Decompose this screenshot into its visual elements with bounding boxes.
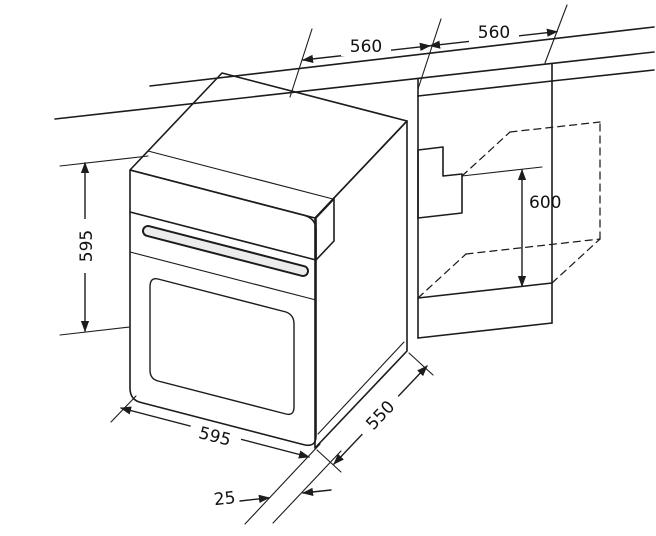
- cabinet: [54, 26, 655, 339]
- label-backing: [469, 22, 519, 42]
- dimension-front-clearance: 25: [213, 450, 342, 524]
- dimension-label: 595: [197, 423, 233, 451]
- counter-back-edge: [149, 26, 655, 87]
- label-backing: [76, 219, 96, 273]
- dimension-label: 25: [213, 488, 237, 510]
- counter-front-edge: [54, 51, 655, 120]
- dimension-niche-height: 600: [461, 166, 561, 288]
- oven-door-window: [149, 277, 295, 416]
- oven: [129, 72, 408, 449]
- extension-line: [244, 443, 321, 525]
- dimension-label: 560: [350, 37, 382, 57]
- oven-side-base-line: [317, 341, 405, 435]
- extension-line: [59, 155, 149, 167]
- extension-line: [461, 166, 543, 177]
- oven-fascia-end-face: [315, 198, 335, 261]
- dimension-oven-depth: 550: [316, 352, 434, 473]
- oven-handle-bar: [144, 227, 307, 275]
- dimension-arrow-left: [239, 494, 271, 504]
- extension-line: [316, 449, 342, 473]
- oven-side-face: [314, 120, 408, 449]
- oven-door-seam: [129, 251, 317, 301]
- niche-hidden-floor-left: [417, 253, 467, 299]
- extension-line: [408, 352, 434, 376]
- dimension-oven-height: 595: [59, 155, 149, 336]
- niche-hidden-ceiling-left: [461, 131, 511, 177]
- extension-line: [289, 28, 313, 98]
- oven-front-face: [129, 169, 317, 447]
- cabinet-panel-bracket: [417, 146, 463, 219]
- dimension-cabinet-width-left: 560: [289, 28, 432, 98]
- niche-hidden-floor-right: [551, 238, 601, 284]
- extension-line: [59, 326, 131, 336]
- extension-line: [272, 450, 342, 524]
- label-backing: [354, 389, 406, 441]
- label-backing: [341, 36, 391, 56]
- niche-hidden-floor-back: [465, 238, 601, 255]
- dimension-label: 595: [77, 230, 97, 262]
- dimensions: 560 560 595 600: [59, 4, 568, 525]
- extension-line: [544, 4, 568, 64]
- niche-hidden-ceiling-back: [509, 121, 601, 133]
- plinth-bottom-edge: [417, 322, 553, 339]
- niche-floor-edge: [417, 282, 553, 299]
- niche-top-edge: [417, 80, 553, 97]
- dimension-label: 560: [478, 23, 510, 43]
- dimension-cabinet-width-right: 560: [417, 4, 568, 90]
- dimension-label: 600: [529, 193, 561, 213]
- oven-fascia-top-edge: [147, 150, 334, 200]
- oven-fascia-bottom-edge: [129, 211, 317, 261]
- counter-right-underside: [551, 69, 655, 82]
- dimension-arrow-right: [301, 487, 332, 497]
- label-backing: [187, 419, 243, 453]
